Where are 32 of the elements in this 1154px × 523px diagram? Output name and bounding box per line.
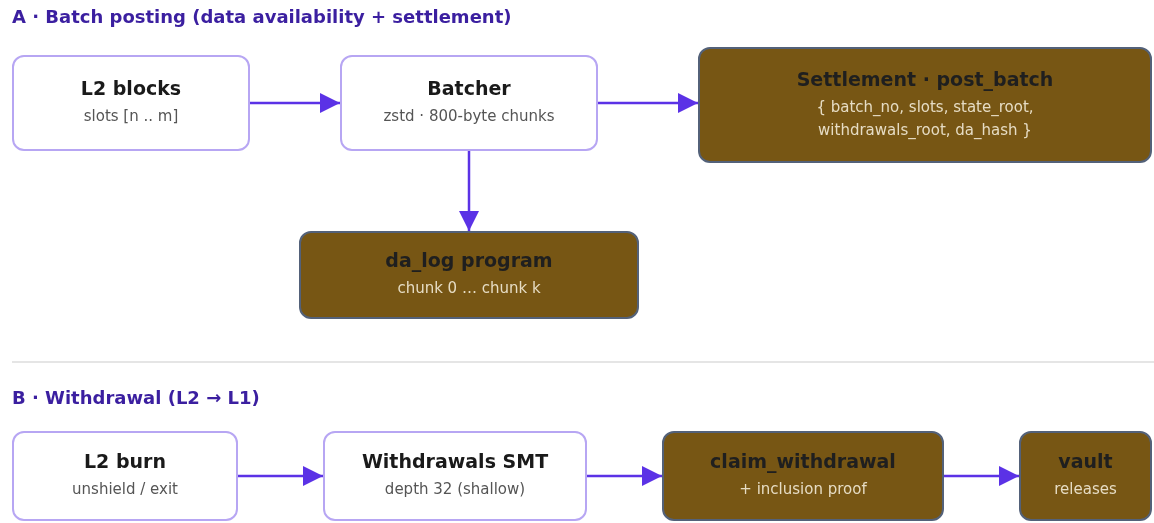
arrow	[250, 93, 340, 113]
arrow	[238, 466, 323, 486]
process-box	[12, 431, 238, 521]
process-box	[12, 55, 250, 151]
box-subtitle: { batch_no, slots, state_root, withdrawals_root, da_hash }	[815, 96, 1035, 141]
process-box	[323, 431, 587, 521]
box-title: Settlement · post_batch	[796, 67, 1054, 90]
box-subtitle: unshield / exit	[72, 479, 178, 501]
box-title: claim_withdrawal	[710, 450, 896, 473]
process-box	[1019, 431, 1152, 521]
arrow	[587, 466, 662, 486]
process-box	[340, 55, 598, 151]
arrow	[944, 466, 1019, 486]
box-subtitle: depth 32 (shallow)	[384, 479, 526, 501]
section-heading: B · Withdrawal (L2 → L1)	[12, 387, 260, 408]
box-title: Batcher	[427, 77, 511, 100]
section-heading: A · Batch posting (data availability + settlement)	[12, 6, 512, 27]
box-subtitle: + inclusion proof	[739, 479, 867, 501]
box-title: vault	[1058, 450, 1113, 473]
box-subtitle: releases	[1054, 479, 1117, 501]
process-box	[698, 47, 1152, 163]
arrow	[598, 93, 698, 113]
box-subtitle: slots [n .. m]	[83, 106, 179, 128]
process-box	[662, 431, 944, 521]
box-title: L2 blocks	[80, 77, 182, 100]
arrow	[459, 151, 479, 231]
box-subtitle: zstd · 800-byte chunks	[383, 106, 555, 128]
process-box	[299, 231, 639, 319]
box-subtitle: chunk 0 … chunk k	[397, 278, 541, 300]
box-title: Withdrawals SMT	[361, 450, 549, 473]
box-title: da_log program	[385, 249, 553, 272]
box-title: L2 burn	[84, 450, 166, 473]
